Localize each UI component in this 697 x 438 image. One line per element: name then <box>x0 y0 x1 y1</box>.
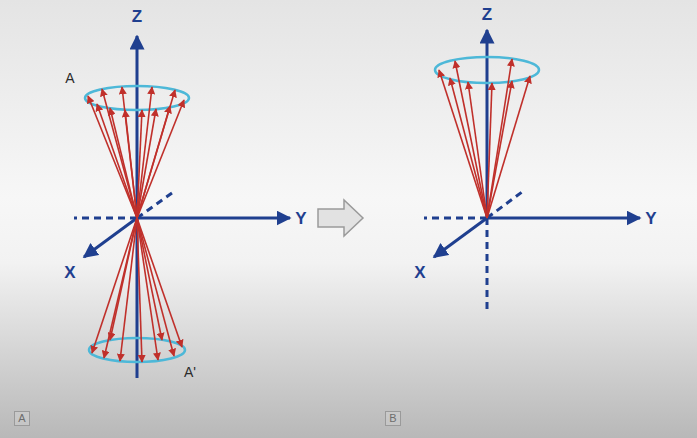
axis-label: X <box>64 264 75 281</box>
axis-label: Y <box>645 210 656 227</box>
panel-letter: B <box>389 412 396 424</box>
axes-b <box>424 30 640 312</box>
axis-label: X <box>414 264 425 281</box>
spin-vectors-a <box>88 87 184 362</box>
panel-letter: A <box>18 412 25 424</box>
spin-vectors-b <box>439 59 530 218</box>
axis-label: Z <box>132 8 142 25</box>
axes-a <box>74 36 290 378</box>
precession-ellipses-a <box>85 86 189 362</box>
panel-tag: A <box>14 411 30 426</box>
axis-label: Y <box>295 210 306 227</box>
cone-label: A <box>65 71 74 85</box>
transition-arrow <box>318 200 363 236</box>
cone-label: A' <box>184 365 196 379</box>
axis-label: Z <box>482 6 492 23</box>
panel-tag: B <box>385 411 401 426</box>
